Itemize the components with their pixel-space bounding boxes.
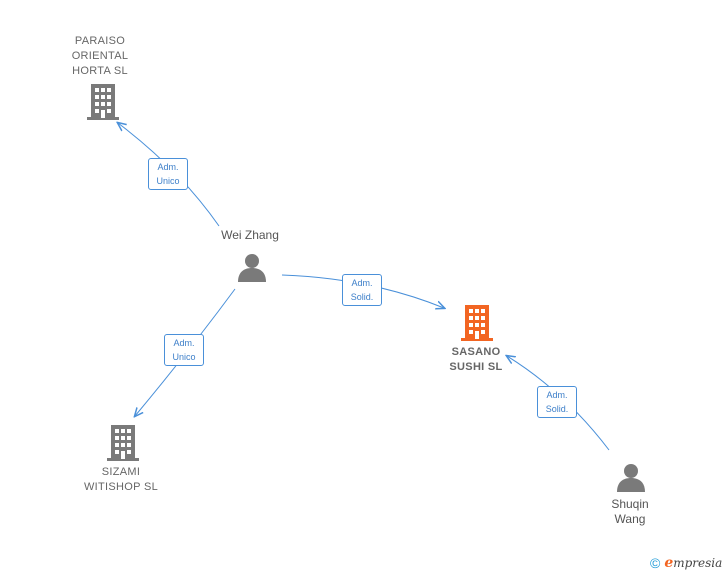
edge-label-wei-sasano: Adm. Solid. xyxy=(342,274,382,306)
empresia-logo[interactable]: empresia xyxy=(664,555,722,571)
edge-label-wei-sizami: Adm. Unico xyxy=(164,334,204,366)
edge-role-line2: Unico xyxy=(156,176,180,186)
logo-text: mpresia xyxy=(673,556,723,570)
edge-role-line2: Solid. xyxy=(350,292,374,302)
copyright-icon: © xyxy=(650,555,661,571)
edge-role-line1: Adm. xyxy=(351,278,373,288)
shuqin-wang-label[interactable]: Shuqin Wang xyxy=(611,497,649,526)
edge-role-line2: Solid. xyxy=(545,404,569,414)
sizami-label[interactable]: SIZAMI WITISHOP SL xyxy=(84,466,158,493)
edge-role-line2: Unico xyxy=(172,352,196,362)
wei-zhang-label[interactable]: Wei Zhang xyxy=(221,228,279,242)
paraiso-label[interactable]: PARAISO ORIENTAL HORTA SL xyxy=(71,35,129,77)
footer-brand: © empresia xyxy=(650,554,722,572)
paraiso-building-icon[interactable] xyxy=(87,84,119,120)
sasano-label[interactable]: SASANO SUSHI SL xyxy=(449,346,503,373)
edge-role-line1: Adm. xyxy=(157,162,179,172)
logo-initial: e xyxy=(664,555,674,571)
sasano-building-icon[interactable] xyxy=(461,305,493,341)
edge-label-wei-paraiso: Adm. Unico xyxy=(148,158,188,190)
shuqin-wang-person-icon[interactable] xyxy=(617,464,645,492)
edge-role-line1: Adm. xyxy=(173,338,195,348)
edge-role-line1: Adm. xyxy=(546,390,568,400)
edge-label-shuqin-sasano: Adm. Solid. xyxy=(537,386,577,418)
wei-zhang-person-icon[interactable] xyxy=(238,254,266,282)
sizami-building-icon[interactable] xyxy=(107,425,139,461)
